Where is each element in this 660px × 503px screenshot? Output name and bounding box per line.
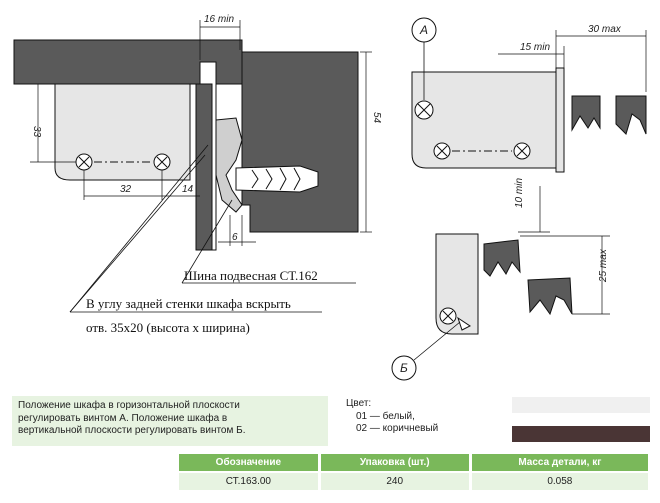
table-row: СТ.163.00 240 0.058 <box>179 473 648 490</box>
dim-10min: 10 min <box>514 178 525 208</box>
screw-left-icon <box>75 153 93 171</box>
color-options: Цвет: 01 — белый, 02 — коричневый <box>346 398 438 436</box>
cabinet-side-right <box>411 71 557 169</box>
cabinet-side <box>54 83 191 181</box>
color-swatch-white <box>512 397 650 413</box>
cell-package: 240 <box>320 473 469 490</box>
description-line-2: регулировать винтом А. Положение шкафа в <box>18 412 228 424</box>
spec-table: Обозначение Упаковка (шт.) Масса детали,… <box>176 452 651 492</box>
mount-plate <box>555 67 565 173</box>
header-package: Упаковка (шт.) <box>320 454 469 471</box>
spec-table-header: Обозначение Упаковка (шт.) Масса детали,… <box>179 454 648 471</box>
dim-15min: 15 min <box>520 42 550 53</box>
color-swatch-brown <box>512 426 650 442</box>
header-designation: Обозначение <box>179 454 318 471</box>
color-option-white: 01 — белый, <box>356 410 415 422</box>
description-line-3: вертикальной плоскости регулировать винт… <box>18 425 246 436</box>
screw-right-icon <box>153 153 171 171</box>
adjust-screw-a-icon <box>414 100 434 120</box>
clip-upper <box>483 239 521 277</box>
dim-6: 6 <box>232 232 238 243</box>
dim-16min: 16 min <box>204 14 234 25</box>
note-line-2: отв. 35х20 (высота х ширина) <box>86 320 250 335</box>
rail-clip-b <box>615 95 647 135</box>
dim-33: 33 <box>31 126 42 138</box>
hanging-rail <box>215 117 243 213</box>
rail-label: Шина подвесная СТ.162 <box>184 268 318 283</box>
color-title: Цвет: <box>346 398 372 409</box>
dowel <box>235 165 319 193</box>
screw-r1-icon <box>433 142 451 160</box>
color-option-brown: 02 — коричневый <box>356 423 439 434</box>
rail-clip-a <box>571 95 601 132</box>
callout-b: Б <box>400 361 408 375</box>
dim-54: 54 <box>371 112 382 124</box>
dim-25max: 25 max <box>598 248 609 283</box>
adjust-screw-b-icon <box>439 307 457 325</box>
header-weight: Масса детали, кг <box>471 454 648 471</box>
back-wall <box>195 83 213 251</box>
screw-r2-icon <box>513 142 531 160</box>
callout-b-circle <box>391 355 417 381</box>
callout-a: A <box>419 23 428 37</box>
clip-lower <box>527 277 573 316</box>
dim-30max: 30 max <box>588 24 622 35</box>
cell-weight: 0.058 <box>471 473 648 490</box>
dim-14: 14 <box>182 184 194 195</box>
adjustment-description: Положение шкафа в горизонтальной плоскос… <box>12 396 328 446</box>
note-line-1: В углу задней стенки шкафа вскрыть <box>86 296 291 311</box>
assembly-drawing: 16 min 54 33 32 14 6 Шина подвесная СТ.1… <box>13 14 647 381</box>
cell-designation: СТ.163.00 <box>179 473 318 490</box>
wall-block <box>241 51 359 233</box>
dim-32: 32 <box>120 184 132 195</box>
description-line-1: Положение шкафа в горизонтальной плоскос… <box>18 400 240 411</box>
